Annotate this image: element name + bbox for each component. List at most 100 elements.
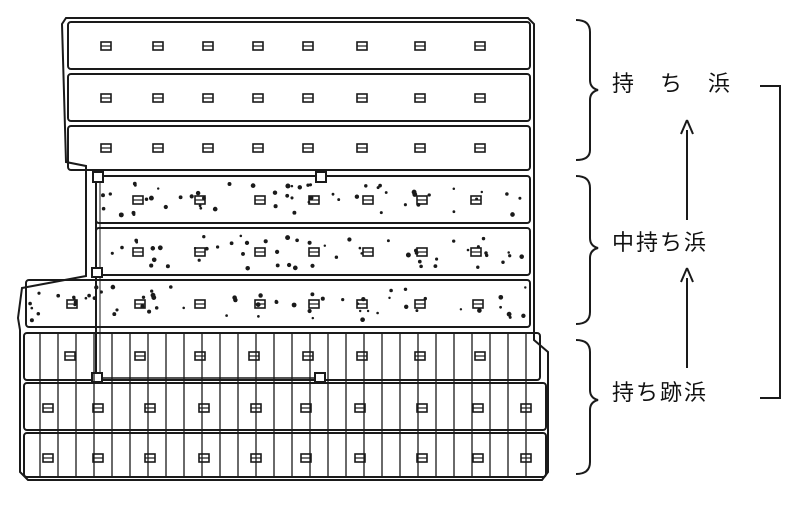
stipple-dot: [285, 193, 290, 198]
cell-mark-icon: [302, 93, 314, 103]
stipple-dot: [169, 285, 173, 289]
bracket-top: [575, 19, 599, 161]
stipple-dot: [414, 251, 419, 255]
stipple-dot: [245, 265, 250, 271]
up-arrow: [680, 119, 694, 220]
cell-mark-icon: [300, 403, 312, 413]
stipple-dot: [257, 315, 260, 318]
stipple-dot: [110, 251, 114, 255]
cell-mark-icon: [414, 93, 426, 103]
stipple-dot: [476, 245, 480, 249]
stipple-dot: [74, 302, 78, 306]
stipple-dot: [37, 291, 41, 295]
stipple-dot: [292, 265, 298, 271]
stipple-dot: [132, 212, 136, 217]
stipple-dot: [310, 263, 315, 268]
stipple-dot: [202, 235, 206, 239]
stipple-dot: [501, 260, 505, 265]
junction-box: [91, 267, 103, 278]
cell-mark-icon: [474, 93, 486, 103]
junction-box: [314, 372, 326, 383]
stipple-dot: [274, 249, 280, 255]
stipple-dot: [135, 240, 139, 244]
stipple-dot: [258, 293, 263, 298]
cell-mark-icon: [474, 143, 486, 153]
stipple-dot: [195, 190, 201, 196]
stipple-dot: [379, 211, 383, 215]
cell-mark-icon: [416, 247, 428, 257]
stage-label-top: 持 ち 浜: [612, 72, 733, 98]
stipple-dot: [507, 251, 510, 254]
stipple-dot: [405, 252, 411, 258]
stipple-dot: [459, 308, 463, 311]
cell-mark-icon: [194, 299, 206, 309]
field-row-top-2: [67, 73, 531, 122]
stipple-dot: [480, 190, 484, 194]
stipple-dot: [433, 264, 438, 269]
stipple-dot: [416, 202, 421, 207]
stipple-dot: [358, 309, 362, 313]
cycle-connector: [760, 85, 781, 399]
stipple-dot: [518, 196, 522, 200]
stipple-dot: [120, 245, 124, 250]
cell-mark-icon: [356, 93, 368, 103]
cell-mark-icon: [472, 299, 484, 309]
stipple-dot: [360, 317, 365, 323]
stipple-dot: [384, 191, 388, 194]
cell-mark-icon: [472, 403, 484, 413]
stipple-dot: [290, 196, 294, 200]
cell-mark-icon: [198, 403, 210, 413]
stipple-dot: [389, 288, 393, 293]
cell-mark-icon: [144, 453, 156, 463]
stipple-dot: [273, 204, 278, 209]
stipple-dot: [310, 292, 315, 297]
cell-mark-icon: [42, 453, 54, 463]
stipple-dot: [297, 185, 303, 190]
field-row-top-1: [67, 21, 531, 70]
stipple-dot: [415, 309, 419, 313]
cell-mark-icon: [100, 143, 112, 153]
stipple-dot: [505, 192, 509, 196]
stipple-dot: [356, 302, 360, 306]
stipple-dot: [423, 296, 427, 301]
stipple-dot: [56, 293, 61, 298]
cell-mark-icon: [414, 299, 426, 309]
stipple-dot: [118, 212, 124, 218]
junction-box: [315, 171, 327, 183]
cell-mark-icon: [470, 247, 482, 257]
stipple-dot: [84, 296, 88, 300]
stipple-dot: [361, 296, 366, 302]
stipple-dot: [306, 183, 310, 187]
stipple-dot: [366, 309, 370, 313]
cell-mark-icon: [254, 195, 266, 205]
stipple-dot: [151, 257, 157, 263]
stipple-dot: [239, 234, 243, 238]
stipple-dot: [36, 311, 41, 316]
stipple-dot: [508, 315, 512, 319]
junction-box: [91, 372, 103, 383]
stipple-dot: [477, 308, 482, 313]
stipple-dot: [498, 294, 504, 300]
stipple-dot: [354, 194, 360, 199]
stipple-dot: [189, 194, 194, 199]
stipple-dot: [524, 286, 527, 289]
cell-mark-icon: [202, 41, 214, 51]
stipple-dot: [364, 184, 368, 188]
stipple-dot: [150, 246, 156, 251]
stipple-dot: [133, 183, 137, 187]
cell-mark-icon: [100, 93, 112, 103]
stipple-dot: [308, 183, 313, 187]
cell-mark-icon: [152, 41, 164, 51]
stipple-dot: [263, 239, 268, 244]
cell-mark-icon: [194, 195, 206, 205]
field-row-bot-1: [23, 332, 541, 381]
cell-mark-icon: [152, 93, 164, 103]
cell-mark-icon: [42, 403, 54, 413]
cell-mark-icon: [302, 351, 314, 361]
stipple-dot: [520, 256, 524, 259]
stipple-dot: [291, 302, 297, 308]
vertical-strips: [39, 334, 527, 478]
stipple-dot: [466, 248, 470, 252]
cell-mark-icon: [354, 453, 366, 463]
